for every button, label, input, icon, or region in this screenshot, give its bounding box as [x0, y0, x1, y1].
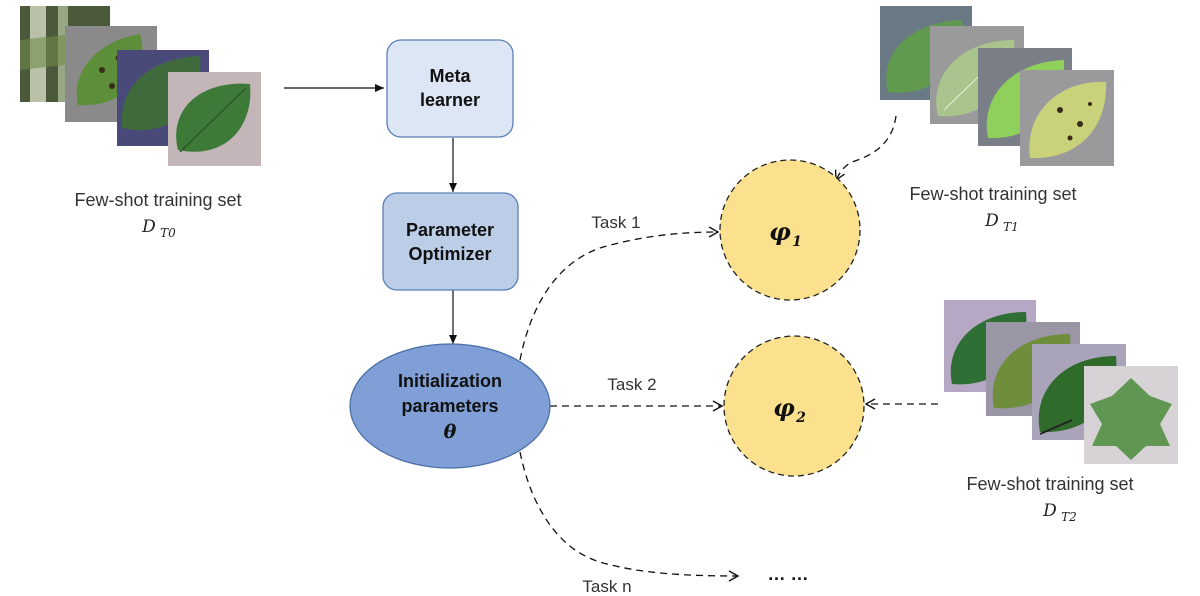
leaf-photo-t2-4	[1084, 366, 1178, 464]
training-set-t0-symbol: D	[141, 217, 156, 237]
arrow-dt1-to-phi1	[834, 115, 897, 182]
training-set-t0-subscript: T0	[160, 226, 176, 240]
leaf-photo-t1-4	[1020, 70, 1114, 166]
training-set-t1-symbol: D	[984, 211, 999, 231]
task-1-label: Task 1	[591, 213, 640, 232]
phi-2-subscript: 2	[795, 410, 806, 426]
training-set-t2-caption: Few-shot training set	[966, 474, 1133, 494]
parameter-optimizer-label-line-1: Parameter	[406, 220, 494, 240]
leaf-photo-t0-4	[168, 72, 261, 166]
training-set-t1-caption: Few-shot training set	[909, 184, 1076, 204]
initialization-parameters-node: Initialization parameters θ	[349, 343, 551, 469]
training-set-t1-subscript: T1	[1003, 220, 1019, 234]
ellipsis-node: … …	[767, 564, 808, 584]
phi-2-symbol: φ	[773, 393, 795, 422]
init-params-label-line-2: parameters	[401, 396, 498, 416]
init-params-label-line-1: Initialization	[398, 371, 502, 391]
phi-1-symbol: φ	[769, 217, 791, 246]
training-set-t2-subscript: T2	[1061, 510, 1077, 524]
training-set-t2-symbol: D	[1042, 501, 1057, 521]
phi-1-node: φ 1	[719, 159, 861, 301]
arrow-task-1	[519, 226, 720, 361]
parameter-optimizer-label-line-2: Optimizer	[408, 244, 491, 264]
task-n-label: Task n	[582, 577, 631, 596]
parameter-optimizer-node: Parameter Optimizer	[382, 192, 519, 291]
training-set-caption-t0: Few-shot training set D T0	[74, 190, 241, 240]
phi-1-subscript: 1	[792, 234, 802, 250]
phi-2-node: φ 2	[723, 335, 865, 477]
meta-learner-label-line-1: Meta	[429, 66, 471, 86]
arrow-task-n	[519, 451, 740, 582]
meta-learner-node: Meta learner	[386, 39, 514, 138]
training-set-caption-t2: Few-shot training set D T2	[966, 474, 1133, 524]
training-images-t2	[944, 300, 1178, 464]
training-set-t0-caption: Few-shot training set	[74, 190, 241, 210]
training-images-t0	[20, 6, 261, 166]
task-2-label: Task 2	[607, 375, 656, 394]
meta-learner-label-line-2: learner	[420, 90, 480, 110]
training-set-caption-t1: Few-shot training set D T1	[909, 184, 1076, 234]
training-images-t1	[880, 6, 1114, 166]
theta-symbol: θ	[444, 421, 457, 443]
